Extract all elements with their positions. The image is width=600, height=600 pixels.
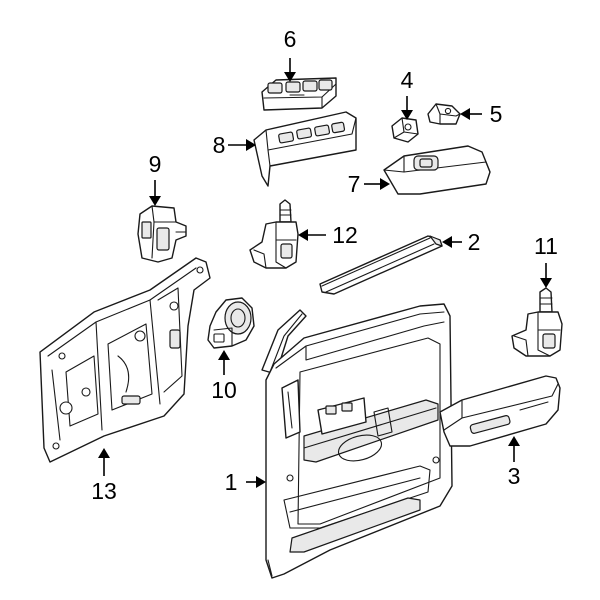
callout-5: 5: [490, 101, 503, 127]
callout-2: 2: [468, 229, 481, 255]
callout-1: 1: [225, 469, 238, 495]
callout-13: 13: [91, 478, 117, 504]
part-9-switch-module: [137, 205, 187, 263]
callout-10: 10: [211, 377, 237, 403]
part-6-master-switch: [261, 77, 337, 111]
part-8-switch-bezel: [253, 111, 357, 187]
part-2-weatherstrip: [319, 235, 443, 295]
callout-6: 6: [284, 26, 297, 52]
part-4-switch: [391, 117, 419, 143]
part-12-lock-actuator: [249, 199, 299, 269]
callout-7: 7: [348, 171, 361, 197]
callout-11: 11: [534, 233, 558, 259]
callout-4: 4: [401, 67, 414, 93]
part-13-door-frame: [39, 257, 211, 463]
part-11-lock-actuator: [511, 287, 563, 357]
part-1-door-trim-panel: [261, 303, 453, 579]
callout-12: 12: [332, 222, 358, 248]
part-10-component: [207, 297, 255, 349]
leader-lines: [98, 58, 552, 488]
part-3-armrest: [439, 375, 561, 447]
part-5-switch-cap: [427, 103, 461, 125]
callout-9: 9: [149, 151, 162, 177]
part-7-switch-bezel: [383, 145, 491, 195]
callout-3: 3: [508, 463, 521, 489]
callout-8: 8: [213, 132, 226, 158]
